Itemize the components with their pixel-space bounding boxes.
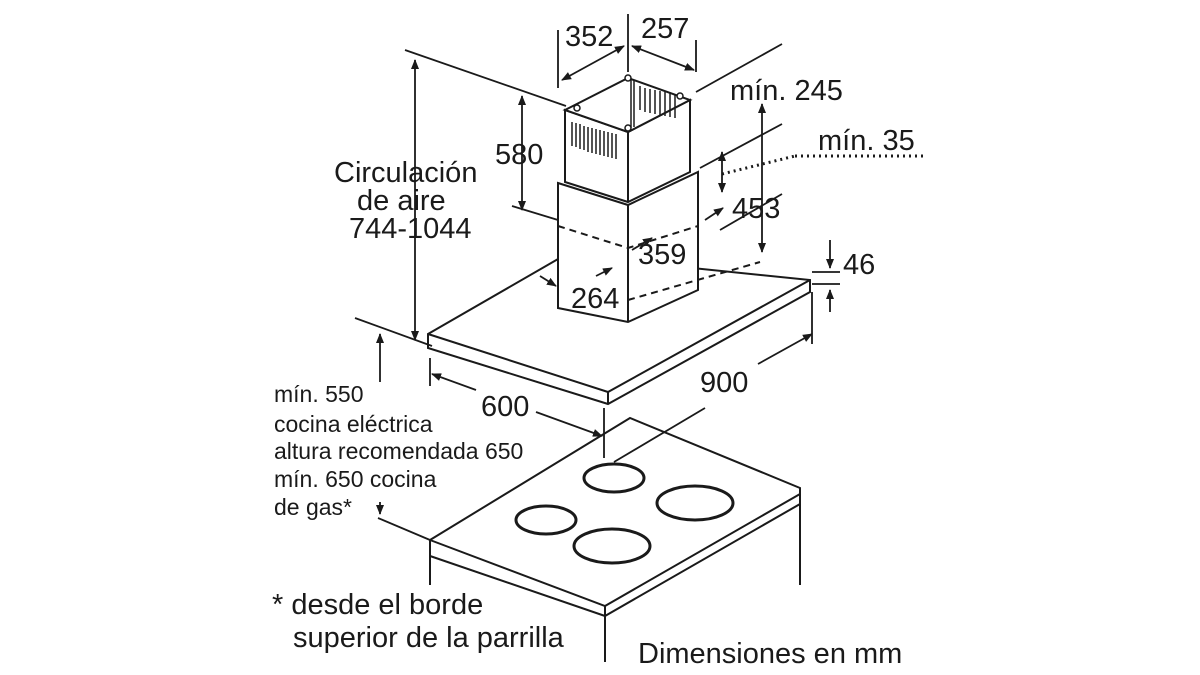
burner-back-left [582,462,646,494]
air-circulation-line1: Circulación [334,157,477,189]
dim-900: 900 [700,367,748,399]
clearance-line-3: altura recomendada 650 [274,438,523,464]
burner-back-right [655,484,735,522]
dim-453: 453 [732,193,780,225]
burner-front-left [514,504,578,536]
dim-600: 600 [481,391,529,423]
hood-chimney-upper [562,76,693,204]
air-circulation-line3: 744-1044 [349,213,472,245]
dim-359: 359 [638,239,686,271]
clearance-line-5: de gas* [274,494,352,520]
dim-min-245: mín. 245 [730,75,843,107]
chimney-vent-grille [571,74,684,159]
clearance-line-2: cocina eléctrica [274,411,433,437]
dim-264: 264 [571,283,619,315]
clearance-line-1: mín. 550 [274,381,364,407]
min35-dotted-line [721,154,796,176]
clearance-line-4: mín. 650 cocina [274,466,437,492]
dimension-lines [354,14,840,541]
hidden-edges [557,225,761,322]
dim-min-35: mín. 35 [818,125,915,157]
footnote-line2: superior de la parrilla [293,622,565,654]
air-circulation-line2: de aire [357,185,446,217]
footnote-line1: * desde el borde [272,589,483,621]
cooktop-burners [514,462,735,565]
cooktop [429,416,801,662]
units-note: Dimensiones en mm [638,638,902,670]
burner-front-right [572,527,652,565]
dim-257: 257 [641,13,689,45]
dim-580: 580 [495,139,543,171]
dim-352: 352 [565,21,613,53]
dim-46: 46 [843,249,875,281]
